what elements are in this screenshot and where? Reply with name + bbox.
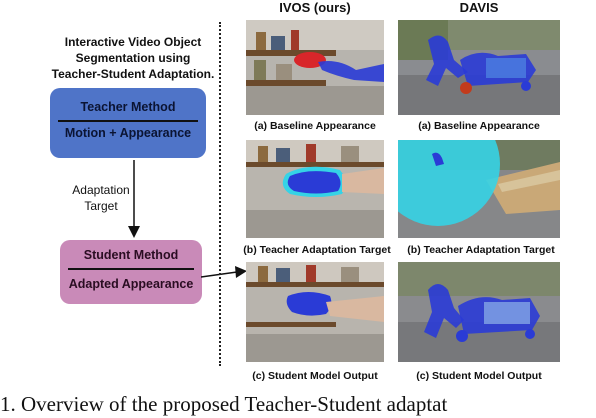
intro-line-2: Segmentation using [75, 51, 191, 65]
adaptation-line-1: Adaptation [72, 183, 130, 197]
caption-davis-a: (a) Baseline Appearance [418, 120, 540, 132]
adaptation-target-label: Adaptation Target [56, 182, 146, 214]
column-header-ivos: IVOS (ours) [279, 0, 351, 15]
figure-intro-title: Interactive Video Object Segmentation us… [38, 34, 228, 82]
caption-davis-b: (b) Teacher Adaptation Target [407, 244, 555, 256]
student-method-subtitle: Adapted Appearance [68, 277, 194, 291]
caption-ivos-b: (b) Teacher Adaptation Target [243, 244, 391, 256]
teacher-method-box: Teacher Method Motion + Appearance [50, 88, 206, 158]
adaptation-line-2: Target [84, 199, 118, 213]
teacher-box-divider [58, 120, 198, 122]
figure-caption-fragment: 1. Overview of the proposed Teacher-Stud… [0, 392, 448, 416]
teacher-method-subtitle: Motion + Appearance [64, 126, 192, 140]
caption-ivos-c: (c) Student Model Output [252, 370, 378, 382]
davis-teacher-image [398, 140, 560, 238]
caption-ivos-a: (a) Baseline Appearance [254, 120, 376, 132]
teacher-method-title: Teacher Method [80, 100, 176, 114]
intro-line-3: Teacher-Student Adaptation. [51, 67, 215, 81]
caption-davis-c: (c) Student Model Output [416, 370, 542, 382]
student-box-divider [68, 268, 194, 270]
student-method-box: Student Method Adapted Appearance [60, 240, 202, 304]
intro-line-1: Interactive Video Object [64, 35, 202, 49]
ivos-baseline-image [246, 20, 384, 115]
student-to-output-arrow [201, 266, 247, 278]
column-header-davis: DAVIS [459, 0, 499, 15]
ivos-student-image [246, 262, 384, 362]
teacher-to-student-arrow [128, 160, 140, 238]
davis-baseline-image [398, 20, 560, 115]
davis-student-image [398, 262, 560, 362]
ivos-teacher-image [246, 140, 384, 238]
dotted-divider [219, 22, 221, 366]
student-method-title: Student Method [83, 248, 179, 262]
